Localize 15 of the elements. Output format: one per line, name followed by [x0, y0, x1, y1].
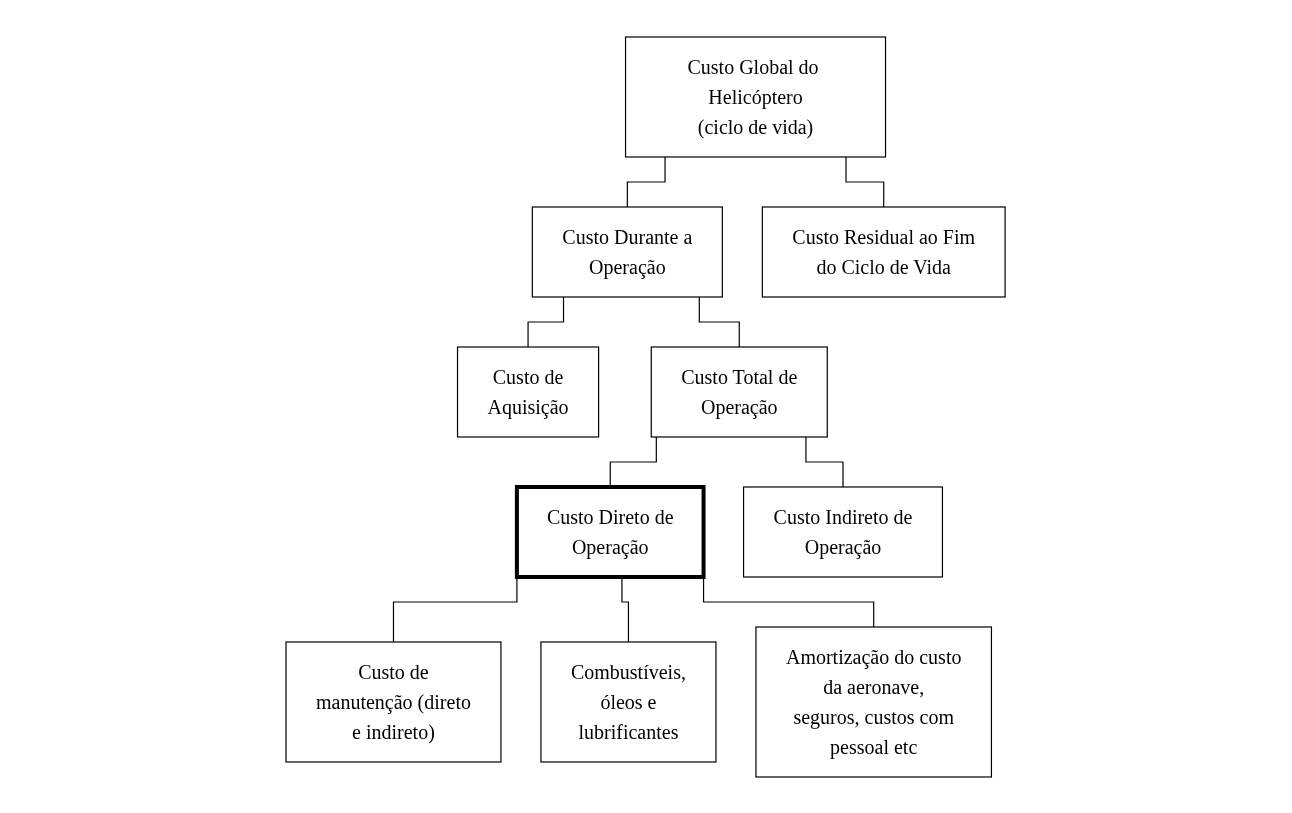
connector: [699, 295, 741, 348]
node-box: Custo de manutenção (direto e indireto): [285, 640, 502, 763]
connector: [527, 295, 565, 348]
node-box: Combustíveis, óleos e lubrificantes: [540, 640, 717, 763]
node-box: Custo Indireto de Operação: [743, 485, 944, 578]
node-box: Custo Direto de Operação: [515, 484, 706, 579]
node-box: Custo Residual ao Fim do Ciclo de Vida: [762, 205, 1007, 298]
connector: [845, 155, 885, 208]
node-box: Custo Total de Operação: [651, 345, 829, 438]
connector: [627, 155, 667, 208]
node-box: Amortização do custo da aeronave, seguros, custos com pessoal etc: [755, 625, 993, 778]
node-box: Custo Global do Helicóptero (ciclo de vida): [625, 35, 887, 158]
node-box: Custo Durante a Operação: [532, 205, 724, 298]
connector: [805, 435, 845, 488]
node-box: Custo de Aquisição: [457, 345, 600, 438]
